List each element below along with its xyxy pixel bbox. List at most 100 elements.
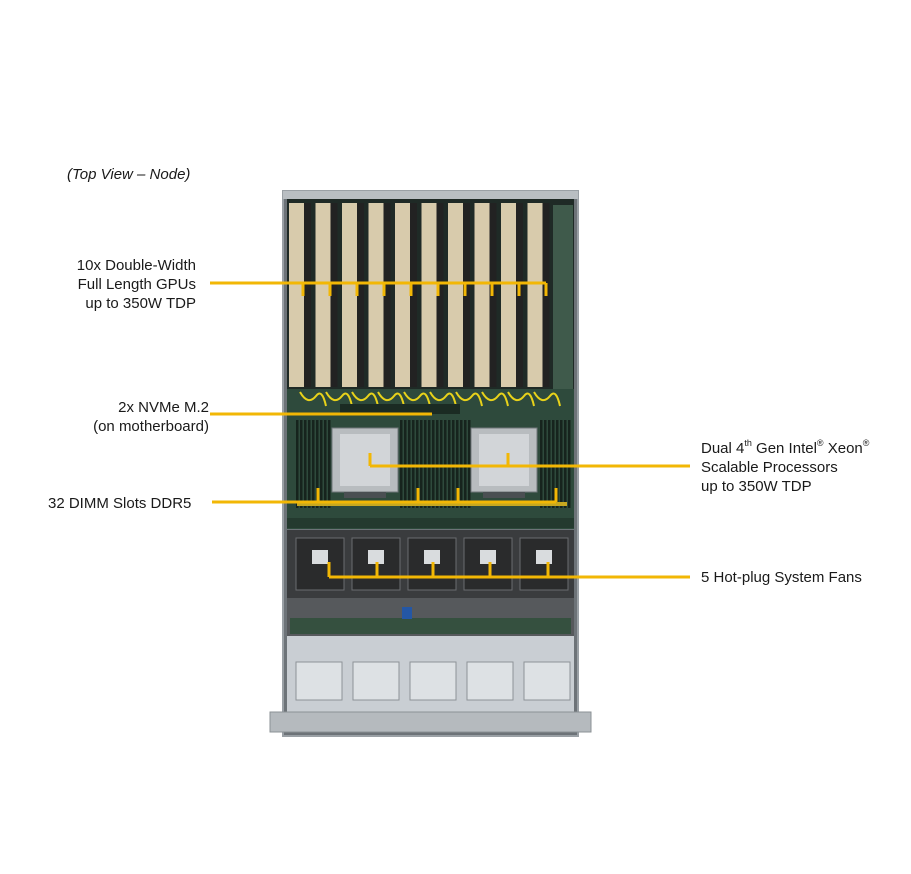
gpu-card	[527, 203, 543, 387]
dimm-slot	[460, 420, 463, 508]
dimm-slot	[424, 420, 427, 508]
dimm-slot	[564, 420, 567, 508]
dimm-slot	[296, 420, 299, 508]
dimm-slot	[400, 420, 403, 508]
dimm-slot	[468, 420, 471, 508]
gpu-power-cables	[299, 391, 561, 407]
gpu-bracket	[436, 203, 444, 387]
cpu-heatsink-1	[331, 427, 399, 498]
fan-label	[424, 550, 440, 564]
power-cable	[299, 391, 327, 407]
view-title: (Top View – Node)	[67, 166, 191, 183]
dimm-slot	[444, 420, 447, 508]
fan-label	[536, 550, 552, 564]
dimm-slot	[304, 420, 307, 508]
dimm-slot	[404, 420, 407, 508]
dimm-slot	[440, 420, 443, 508]
dimm-banks	[296, 420, 571, 508]
dimm-slot	[448, 420, 451, 508]
dimm-slot	[408, 420, 411, 508]
dimm-slot	[560, 420, 563, 508]
cpu-label-brand: Xeon	[823, 440, 863, 457]
dimm-slot	[324, 420, 327, 508]
gpu-card	[368, 203, 384, 387]
power-cable	[429, 391, 457, 407]
gpu-card	[315, 203, 331, 387]
drive-bay-tray	[523, 661, 571, 701]
dimm-slot	[548, 420, 551, 508]
nvme-label-line-1: 2x NVMe M.2	[118, 399, 209, 416]
power-cable	[351, 391, 379, 407]
dimm-slot	[316, 420, 319, 508]
gpu-card	[474, 203, 490, 387]
cpu-label-gen: Gen Intel	[751, 440, 817, 457]
dimm-slot	[432, 420, 435, 508]
fan-label	[480, 550, 496, 564]
gpu-card	[501, 203, 516, 387]
gpu-card	[421, 203, 437, 387]
board-connector-strip	[287, 518, 574, 528]
dimm-latch-row	[297, 502, 567, 506]
dimm-slot	[308, 420, 311, 508]
drive-bays	[295, 661, 571, 701]
dimm-slot	[312, 420, 315, 508]
drive-bay-tray	[295, 661, 343, 701]
power-cable	[507, 391, 535, 407]
callout-leaders	[210, 281, 690, 579]
dimm-slot	[428, 420, 431, 508]
dimm-label: 32 DIMM Slots DDR5	[48, 495, 192, 512]
dimm-slot	[300, 420, 303, 508]
fan-label	[368, 550, 384, 564]
cpu-label: Dual 4th Gen Intel® Xeon® Scalable Proce…	[701, 439, 869, 496]
dimm-slot	[544, 420, 547, 508]
dimm-slot	[320, 420, 323, 508]
power-cable	[403, 391, 431, 407]
drive-bay-tray	[466, 661, 514, 701]
gpu-label: 10x Double-Width Full Length GPUs up to …	[60, 256, 196, 313]
riser-board	[553, 205, 573, 390]
power-cable	[455, 391, 483, 407]
dimm-slot	[328, 420, 331, 508]
gpu-card	[395, 203, 410, 387]
drive-bay-tray	[409, 661, 457, 701]
gpu-label-line-1: 10x Double-Width	[76, 257, 196, 274]
power-cable	[325, 391, 353, 407]
gpu-card	[289, 203, 304, 387]
registered-mark-2: ®	[862, 438, 870, 448]
cpu-label-ordinal: th	[744, 438, 752, 448]
dimm-slot	[556, 420, 559, 508]
cpu-label-line-1: Dual 4th Gen Intel® Xeon®	[701, 439, 869, 458]
drive-bay-tray	[352, 661, 400, 701]
nvme-label-line-2: (on motherboard)	[93, 418, 209, 435]
cpu-label-prefix: Dual 4	[701, 440, 745, 457]
dimm-slot	[416, 420, 419, 508]
gpu-bracket	[330, 203, 338, 387]
gpu-label-line-2: Full Length GPUs	[77, 276, 196, 293]
dimm-slot	[412, 420, 415, 508]
cpu-heatsink-2	[470, 427, 538, 498]
cpu-label-line-3: up to 350W TDP	[701, 478, 812, 495]
fans-label: 5 Hot-plug System Fans	[701, 569, 862, 586]
front-bezel	[269, 711, 592, 733]
registered-mark-1: ®	[816, 438, 824, 448]
gpu-bracket	[357, 203, 364, 387]
gpu-bracket	[383, 203, 391, 387]
power-cable	[481, 391, 509, 407]
gpu-bracket	[304, 203, 311, 387]
gpu-label-line-3: up to 350W TDP	[85, 295, 196, 312]
gpu-bracket	[410, 203, 417, 387]
power-cable	[377, 391, 405, 407]
power-cable	[533, 391, 561, 407]
nvme-slot-area	[340, 404, 460, 414]
gpu-card	[448, 203, 463, 387]
dimm-slot	[456, 420, 459, 508]
dimm-slot	[464, 420, 467, 508]
dimm-slot	[568, 420, 571, 508]
io-board-pcb	[290, 618, 571, 634]
cpu-label-line-2: Scalable Processors	[701, 459, 838, 476]
fan-label	[312, 550, 328, 564]
chassis-top-rail	[283, 191, 578, 199]
dimm-slot	[436, 420, 439, 508]
nvme-label: 2x NVMe M.2 (on motherboard)	[60, 398, 209, 436]
